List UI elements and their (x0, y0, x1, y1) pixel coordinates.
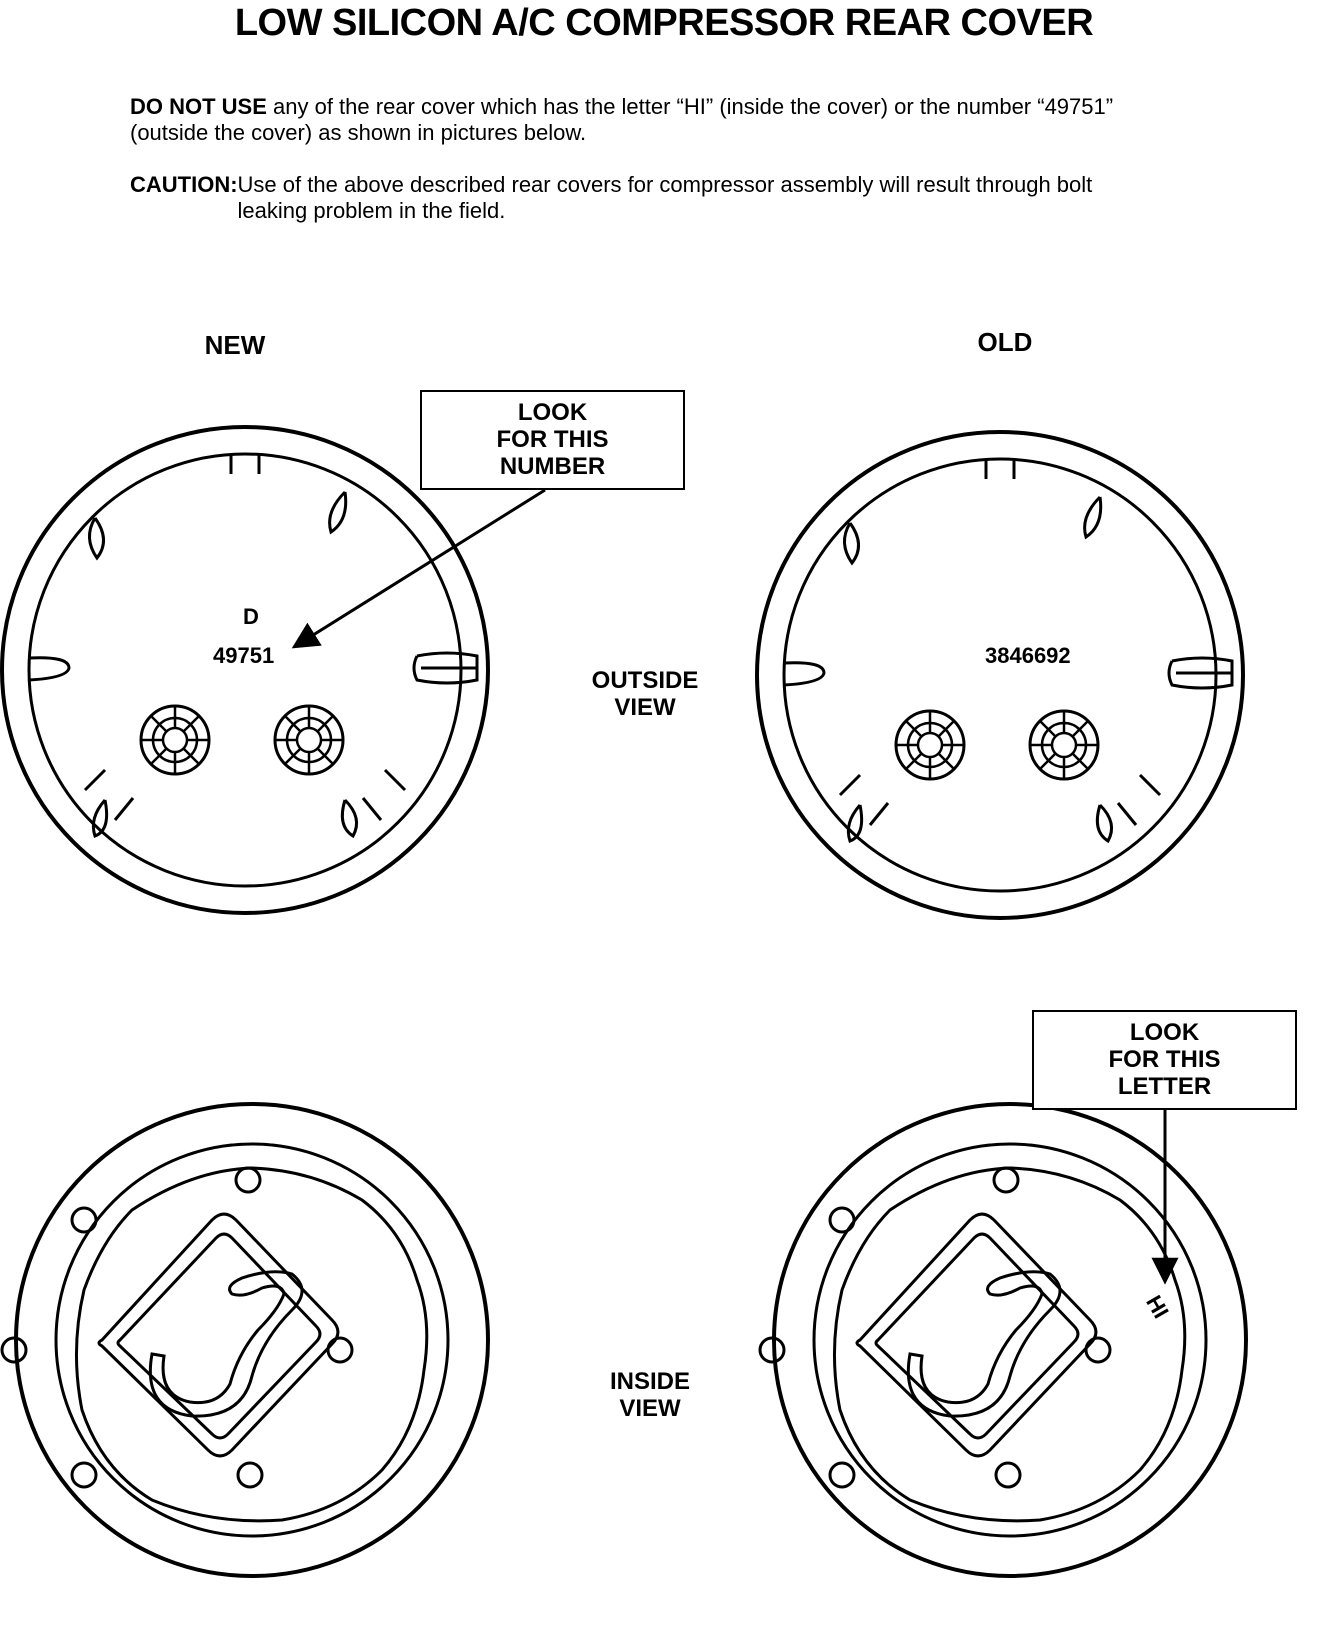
number-callout-line-1: LOOK (517, 399, 588, 426)
old-outside-cover (757, 432, 1243, 918)
new-cover-letter: D (243, 604, 259, 629)
inside-view-label-line-2: VIEW (619, 1395, 681, 1422)
outside-view-label-line-1: OUTSIDE (591, 667, 699, 694)
letter-callout: LOOK FOR THIS LETTER (1032, 1010, 1297, 1110)
caution-paragraph: CAUTION:Use of the above described rear … (130, 172, 1210, 224)
number-callout-line-3: NUMBER (499, 453, 606, 480)
column-label-new: NEW (204, 330, 266, 360)
warning-text: any of the rear cover which has the lett… (130, 94, 1114, 145)
warning-paragraph: DO NOT USE any of the rear cover which h… (130, 94, 1180, 146)
number-callout-line-2: FOR THIS (496, 426, 609, 453)
outside-view-label: OUTSIDE VIEW (565, 667, 725, 721)
old-inside-cover (758, 1102, 1248, 1578)
letter-callout-line-2: FOR THIS (1108, 1046, 1221, 1073)
letter-callout-line-1: LOOK (1129, 1019, 1200, 1046)
warning-lead: DO NOT USE (130, 94, 267, 119)
number-callout: LOOK FOR THIS NUMBER (420, 390, 685, 490)
inside-view-label-line-1: INSIDE (609, 1368, 690, 1395)
new-inside-cover (0, 1102, 490, 1578)
column-label-old: OLD (977, 327, 1033, 357)
inside-view-label: INSIDE VIEW (570, 1368, 730, 1422)
letter-callout-line-3: LETTER (1117, 1073, 1212, 1100)
number-callout-arrow (291, 488, 546, 649)
old-cover-number: 3846692 (985, 643, 1071, 668)
page-title: LOW SILICON A/C COMPRESSOR REAR COVER (234, 2, 1094, 44)
caution-label: CAUTION: (130, 172, 238, 197)
new-outside-cover (2, 427, 488, 913)
new-cover-number: 49751 (213, 643, 275, 668)
outside-view-label-line-2: VIEW (614, 694, 676, 721)
caution-text: Use of the above described rear covers f… (237, 172, 1093, 223)
